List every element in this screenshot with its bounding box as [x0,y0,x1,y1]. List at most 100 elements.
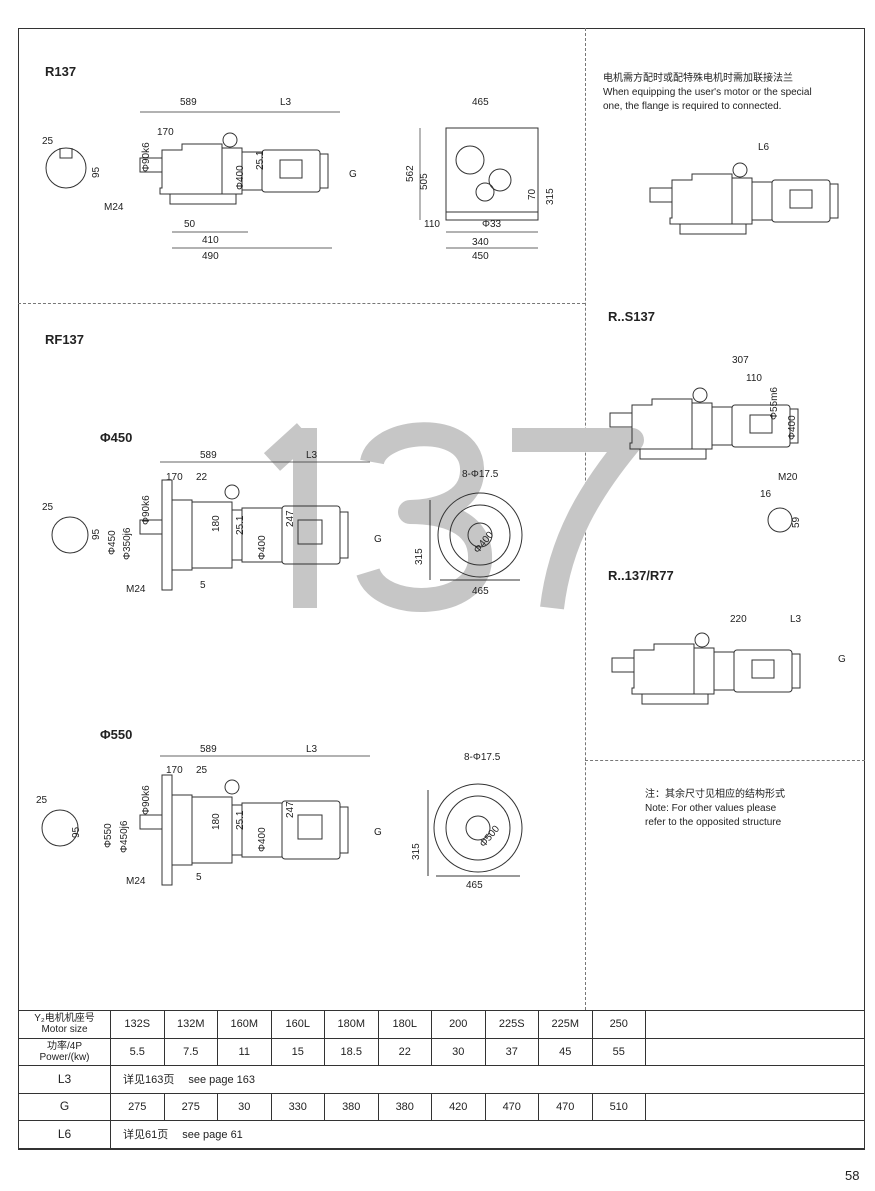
dim-label: 465 [466,880,483,891]
dim-label: 170 [166,765,183,776]
dim-label: M24 [104,202,124,213]
reference-en: see page 163 [188,1074,256,1087]
dim-label: 25.1 [235,810,246,830]
dim-label: 315 [545,188,556,205]
structure-note: 注：其余尺寸见相应的结构形式 Note: For other values pl… [645,788,785,830]
dim-label: Φ400 [257,535,268,560]
table-cell-empty [645,1010,865,1039]
dim-label: Φ90k6 [141,142,152,172]
dim-label: 25 [42,502,54,513]
dim-label: 25 [36,795,48,806]
section-title-r137-r77: R..137/R77 [608,568,674,583]
dim-label: 340 [472,237,489,248]
dim-label: 95 [91,166,102,178]
table-cell: 180L [377,1010,432,1039]
row-header-label: L3 [57,1071,72,1086]
note-en: refer to the opposited structure [645,817,782,828]
table-cell: 37 [484,1037,539,1066]
table-cell: 15 [270,1037,325,1066]
dim-label: 22 [196,472,208,483]
dim-label: 247 [285,510,296,527]
page-number: 58 [845,1168,860,1183]
table-cell: 5.5 [110,1037,165,1066]
dim-label: 16 [760,489,772,500]
dim-label: 25 [42,136,54,147]
dim-label: 220 [730,614,747,625]
dim-label: 410 [202,235,219,246]
table-cell: 380 [324,1092,379,1121]
table-cell-empty [645,1092,865,1121]
dim-label: 315 [411,843,422,860]
dim-label: 505 [419,173,430,190]
dim-label: 5 [196,872,202,883]
dim-label: 8-Φ17.5 [464,752,501,763]
flange-note-en: When equipping the user's motor or the s… [603,87,812,98]
table-cell: 200 [431,1010,486,1039]
dim-label: 110 [746,373,762,384]
dim-label: 25 [196,765,208,776]
row-header-label: 功率/4P [46,1040,82,1052]
row-header-label: Power/(kw) [39,1051,90,1063]
dim-label: 110 [424,219,440,230]
dim-label: L3 [306,744,318,755]
dim-label: M20 [778,472,798,483]
dim-label: 95 [71,826,82,838]
dim-label: Φ550 [103,823,114,848]
row-header-label: Motor size [41,1024,88,1036]
table-cell: 22 [377,1037,432,1066]
table-cell: 330 [270,1092,325,1121]
table-cell: 18.5 [324,1037,379,1066]
table-cell: 470 [538,1092,593,1121]
table-cell: 510 [591,1092,646,1121]
dim-label: 50 [184,219,196,230]
table-cell: 11 [217,1037,272,1066]
table-cell: 132M [163,1010,218,1039]
flange-note-zh: 电机需方配时或配特殊电机时需加联接法兰 [603,73,793,84]
dim-label: Φ90k6 [141,495,152,525]
dim-label: G [374,534,382,545]
dim-label: 562 [405,165,416,182]
dim-label: 95 [91,528,102,540]
dim-label: 465 [472,586,489,597]
dim-label: Φ33 [482,219,502,230]
dim-label: M24 [126,584,146,595]
dim-label: Φ55m6 [769,387,780,420]
dim-label: 170 [166,472,183,483]
dim-label: M24 [126,876,146,887]
dim-label: L6 [758,142,770,153]
dim-label: 170 [157,127,174,138]
dim-label: 70 [527,188,538,200]
dim-label: 307 [732,355,749,366]
dim-label: L3 [306,450,318,461]
dim-label: 25.1 [255,150,266,170]
table-cell: 420 [431,1092,486,1121]
dim-label: Φ450 [107,530,118,555]
flange-note-en: one, the flange is required to connected… [603,101,782,112]
dim-label: Φ400 [257,827,268,852]
dim-label: 589 [200,744,217,755]
dim-label: 8-Φ17.5 [462,469,499,480]
row-header-label: L6 [57,1126,72,1141]
dim-label: 180 [211,515,222,532]
dim-label: 25.1 [235,515,246,535]
table-cell: 380 [377,1092,432,1121]
dim-label: 490 [202,251,219,262]
table-cell: 180M [324,1010,379,1039]
dim-label: L3 [280,97,292,108]
row-header-label: Y₂电机机座号 [34,1013,95,1025]
section-title-rf137: RF137 [45,332,85,347]
dim-label: G [374,827,382,838]
dim-label: Φ90k6 [141,785,152,815]
table-cell-empty [645,1037,865,1066]
divider [585,760,865,761]
section-title-r137: R137 [45,64,77,79]
dim-label: 465 [472,97,489,108]
